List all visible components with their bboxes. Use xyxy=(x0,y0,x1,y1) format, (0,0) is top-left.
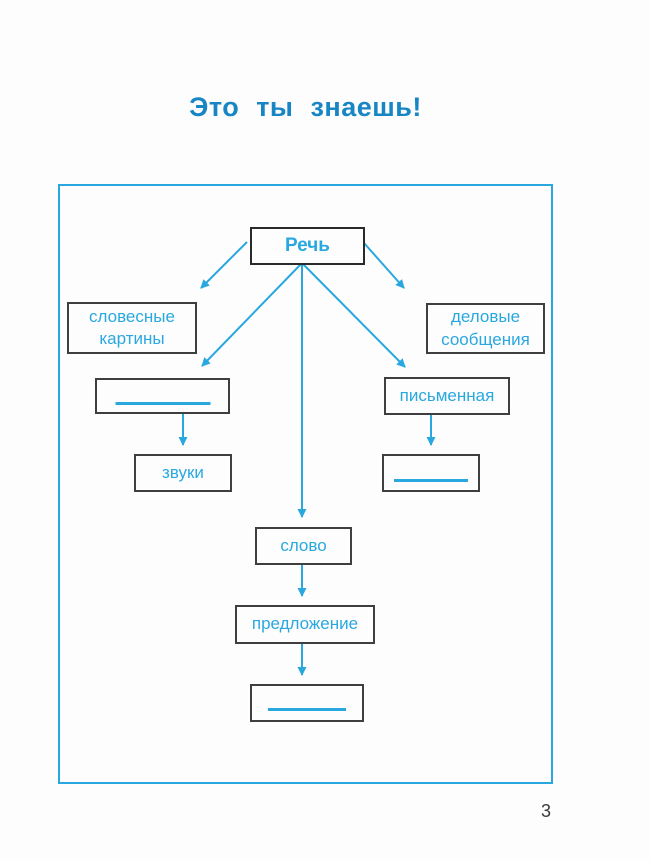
fill-in-line xyxy=(268,708,346,711)
fill-in-line xyxy=(394,479,468,482)
node-business-messages: деловые сообщения xyxy=(426,303,545,354)
page-title: Это ты знаешь! xyxy=(189,92,422,122)
node-sounds: звуки xyxy=(134,454,232,492)
arrow-speech-to-business-messages xyxy=(363,242,405,289)
node-verbal-pictures: словесные картины xyxy=(67,302,197,354)
node-word: слово xyxy=(255,527,352,565)
node-sentence: предложение xyxy=(235,605,375,644)
arrow-speech-to-blank-left xyxy=(201,262,303,367)
fill-in-box-left xyxy=(95,378,230,414)
fill-in-line xyxy=(115,402,210,405)
diagram-frame: Речь словесные картины деловые сообщения… xyxy=(58,184,553,784)
fill-in-box-bottom xyxy=(250,684,364,722)
node-speech: Речь xyxy=(250,227,365,265)
fill-in-box-right xyxy=(382,454,480,492)
arrow-speech-to-written xyxy=(301,262,406,368)
node-written: письменная xyxy=(384,377,510,415)
arrow-speech-to-verbal-pictures xyxy=(200,241,248,289)
page-number: 3 xyxy=(540,801,551,821)
